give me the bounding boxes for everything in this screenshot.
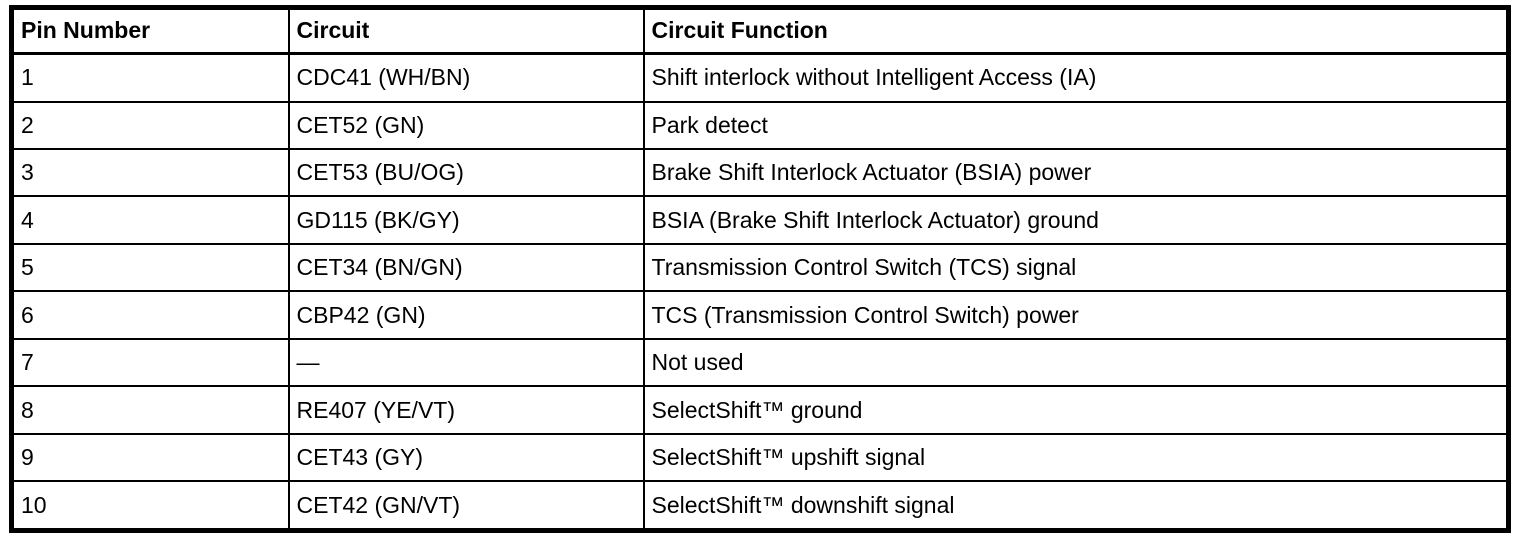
function-cell: BSIA (Brake Shift Interlock Actuator) gr…	[642, 195, 1510, 245]
circuit-cell: RE407 (YE/VT)	[287, 385, 645, 435]
table-row: 7—Not used	[10, 337, 1510, 388]
table-header: Pin Number Circuit Circuit Function	[10, 6, 1510, 55]
header-row: Pin Number Circuit Circuit Function	[10, 6, 1510, 55]
circuit-cell: GD115 (BK/GY)	[287, 195, 645, 245]
pin-cell: 3	[10, 147, 290, 198]
pin-cell: 2	[10, 100, 290, 150]
pin-cell: 10	[10, 480, 290, 532]
circuit-cell: CET52 (GN)	[287, 100, 645, 150]
function-cell: TCS (Transmission Control Switch) power	[642, 290, 1510, 340]
function-cell: Not used	[642, 337, 1510, 388]
pin-cell: 9	[10, 432, 290, 483]
function-cell: SelectShift™ upshift signal	[642, 432, 1510, 483]
pin-cell: 4	[10, 195, 290, 245]
circuit-cell: —	[287, 337, 645, 388]
circuit-cell: CET43 (GY)	[287, 432, 645, 483]
function-cell: Park detect	[642, 100, 1510, 150]
pin-cell: 8	[10, 385, 290, 435]
circuit-cell: CDC41 (WH/BN)	[287, 52, 645, 103]
column-header-circuit: Circuit	[287, 6, 645, 55]
function-cell: Transmission Control Switch (TCS) signal	[642, 242, 1510, 293]
circuit-cell: CET34 (BN/GN)	[287, 242, 645, 293]
pin-cell: 1	[10, 52, 290, 103]
function-cell: Shift interlock without Intelligent Acce…	[642, 52, 1510, 103]
circuit-cell: CET53 (BU/OG)	[287, 147, 645, 198]
function-cell: Brake Shift Interlock Actuator (BSIA) po…	[642, 147, 1510, 198]
column-header-circuit-function: Circuit Function	[642, 6, 1510, 55]
function-cell: SelectShift™ ground	[642, 385, 1510, 435]
pin-cell: 7	[10, 337, 290, 388]
function-cell: SelectShift™ downshift signal	[642, 480, 1510, 532]
pin-cell: 5	[10, 242, 290, 293]
pin-cell: 6	[10, 290, 290, 340]
circuit-cell: CET42 (GN/VT)	[287, 480, 645, 532]
column-header-pin-number: Pin Number	[10, 6, 290, 55]
circuit-cell: CBP42 (GN)	[287, 290, 645, 340]
